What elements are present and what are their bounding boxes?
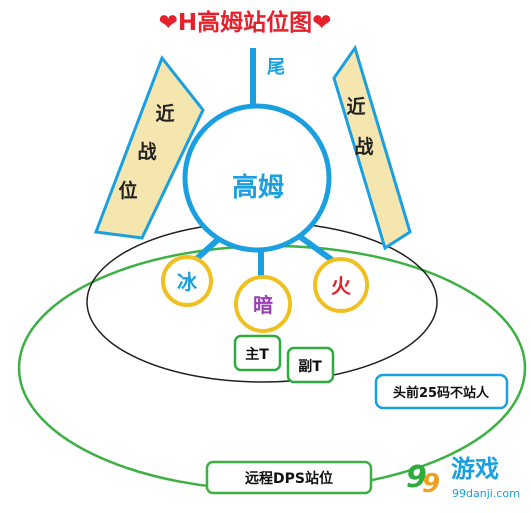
- ranged-label: 远程DPS站位: [245, 470, 333, 487]
- logo-99-glyph: 9: [406, 460, 427, 495]
- boss-label: 高姆: [232, 172, 284, 203]
- dark-position-circle: [234, 275, 292, 333]
- main-tank-box: [233, 334, 282, 372]
- logo-99-glyph-2: 9: [422, 469, 440, 499]
- head-note-box: [374, 373, 509, 410]
- ice-label: 冰: [177, 270, 198, 294]
- title-heart-left: ❤: [159, 10, 178, 36]
- melee-right-char-2: 战: [354, 136, 373, 158]
- site-logo: 9 9 游戏 99danji.com: [406, 455, 520, 500]
- melee-left-char-1: 近: [155, 103, 174, 125]
- logo-brand-text: 游戏: [451, 455, 499, 483]
- melee-zone-right: [332, 44, 412, 251]
- melee-left-char-3: 位: [118, 179, 137, 202]
- melee-left-char-2: 战: [137, 141, 156, 163]
- ice-position-circle: [161, 255, 213, 307]
- melee-right-char-1: 近: [346, 96, 365, 118]
- dark-label: 暗: [253, 293, 273, 317]
- logo-site-text: 99danji.com: [452, 487, 520, 500]
- title-text: H高姆站位图: [178, 9, 312, 36]
- tail-label: 尾: [267, 57, 285, 78]
- main-tank-label: 主T: [245, 346, 269, 363]
- fire-position-circle: [313, 257, 369, 313]
- diagram-title: ❤H高姆站位图❤: [159, 9, 332, 36]
- off-tank-box: [286, 346, 335, 384]
- ranged-label-box: [205, 460, 373, 495]
- off-tank-label: 副T: [298, 359, 322, 375]
- title-heart-right: ❤: [312, 10, 331, 36]
- melee-zone-left: [93, 54, 205, 240]
- fire-label: 火: [331, 274, 352, 298]
- head-note-text: 头前25码不站人: [393, 385, 490, 401]
- leg-right-line: [297, 233, 334, 263]
- boss-circle: [182, 103, 332, 253]
